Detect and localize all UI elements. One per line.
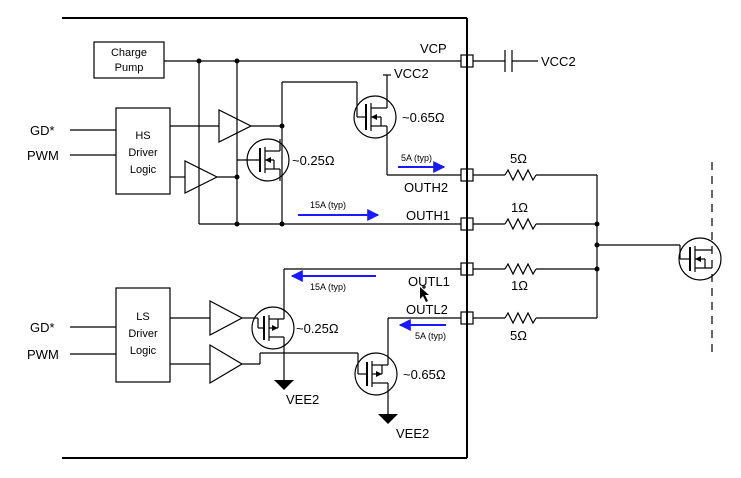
vcc2-internal-supply bbox=[383, 74, 391, 96]
hs-driver-block: HS Driver Logic bbox=[115, 107, 171, 195]
hs-gd-input-label: GD* bbox=[30, 123, 55, 138]
charge-pump-label-line1: Charge bbox=[111, 47, 147, 59]
ls-upper-buffer bbox=[170, 300, 244, 336]
outl1-pin-label: OUTL1 bbox=[408, 274, 450, 289]
outl1-resistor-label: 1Ω bbox=[511, 278, 528, 293]
outh1-resistor bbox=[473, 217, 597, 231]
hs-lower-buffer bbox=[170, 160, 219, 194]
vee2-upper-ground bbox=[274, 380, 294, 390]
external-power-transistor bbox=[678, 162, 722, 352]
outh1-current-label: 15A (typ) bbox=[310, 200, 346, 210]
vee2-upper-label: VEE2 bbox=[286, 392, 319, 407]
ls-main-resistance-label: ~0.65Ω bbox=[403, 367, 446, 382]
ic-outline bbox=[62, 17, 468, 459]
outh2-pin-label: OUTH2 bbox=[404, 180, 448, 195]
ls-small-resistance-label: ~0.25Ω bbox=[296, 321, 339, 336]
outl2-resistor bbox=[473, 311, 597, 325]
ls-lower-buffer bbox=[170, 343, 244, 385]
outh2-resistor bbox=[473, 168, 597, 182]
outl1-resistor bbox=[473, 262, 597, 276]
charge-pump-label-line2: Pump bbox=[115, 62, 144, 74]
vee2-lower-label: VEE2 bbox=[396, 426, 429, 441]
hs-driver-label-line2: Driver bbox=[128, 147, 158, 159]
gate-common-node bbox=[594, 175, 681, 318]
vee2-lower-ground bbox=[378, 414, 398, 424]
ls-small-transistor bbox=[251, 306, 295, 380]
bootstrap-capacitor bbox=[473, 50, 538, 72]
hs-small-transistor bbox=[246, 138, 290, 182]
vcp-pin-label: VCP bbox=[420, 41, 447, 56]
vcc2-external-label: VCC2 bbox=[541, 54, 576, 69]
ls-driver-label-line2: Driver bbox=[128, 328, 158, 340]
outh1-resistor-label: 1Ω bbox=[511, 200, 528, 215]
hs-upper-buffer bbox=[170, 109, 253, 143]
hs-pwm-input-label: PWM bbox=[27, 148, 59, 163]
ls-pwm-input-label: PWM bbox=[27, 347, 59, 362]
hs-driver-label-line1: HS bbox=[135, 130, 150, 142]
vcp-rail bbox=[164, 58, 461, 224]
ls-main-transistor bbox=[354, 318, 398, 414]
hs-main-resistance-label: ~0.65Ω bbox=[402, 110, 445, 125]
ls-driver-label-line3: Logic bbox=[130, 345, 157, 357]
outl2-resistor-label: 5Ω bbox=[510, 328, 527, 343]
vcc2-internal-label: VCC2 bbox=[394, 66, 429, 81]
outh2-current-label: 5A (typ) bbox=[401, 153, 432, 163]
hs-driver-label-line3: Logic bbox=[130, 164, 157, 176]
outh1-rail bbox=[199, 221, 461, 227]
hs-small-resistance-label: ~0.25Ω bbox=[292, 153, 335, 168]
outl1-current-label: 15A (typ) bbox=[310, 282, 346, 292]
outl2-pin-label: OUTL2 bbox=[406, 302, 448, 317]
charge-pump-block: Charge Pump bbox=[93, 41, 165, 79]
hs-main-transistor bbox=[353, 95, 397, 139]
ls-driver-label-line1: LS bbox=[136, 311, 149, 323]
outl2-current-label: 5A (typ) bbox=[415, 331, 446, 341]
mouse-cursor-icon bbox=[420, 285, 429, 302]
outh1-pin-label: OUTH1 bbox=[406, 208, 450, 223]
ls-driver-block: LS Driver Logic bbox=[115, 287, 171, 383]
ls-gd-input-label: GD* bbox=[30, 320, 55, 335]
outh2-resistor-label: 5Ω bbox=[510, 151, 527, 166]
